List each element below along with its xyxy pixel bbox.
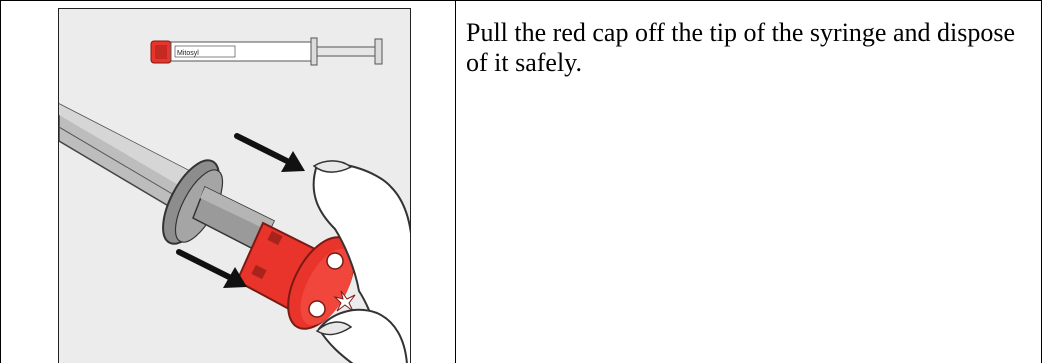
- arrow-right-icon: [179, 252, 247, 288]
- table-column-divider: [455, 0, 456, 363]
- arrow-right-icon: [237, 136, 305, 172]
- step-instruction-text: Pull the red cap off the tip of the syri…: [466, 18, 1026, 78]
- reference-syringe-label: Mitosyl: [177, 50, 199, 57]
- syringe-cap-removal-illustration: Mitosyl: [59, 9, 411, 363]
- reference-syringe-icon: Mitosyl: [151, 38, 382, 65]
- step-illustration: Mitosyl: [58, 8, 411, 363]
- table-top-border: [0, 0, 1042, 1]
- table-left-border: [0, 0, 1, 363]
